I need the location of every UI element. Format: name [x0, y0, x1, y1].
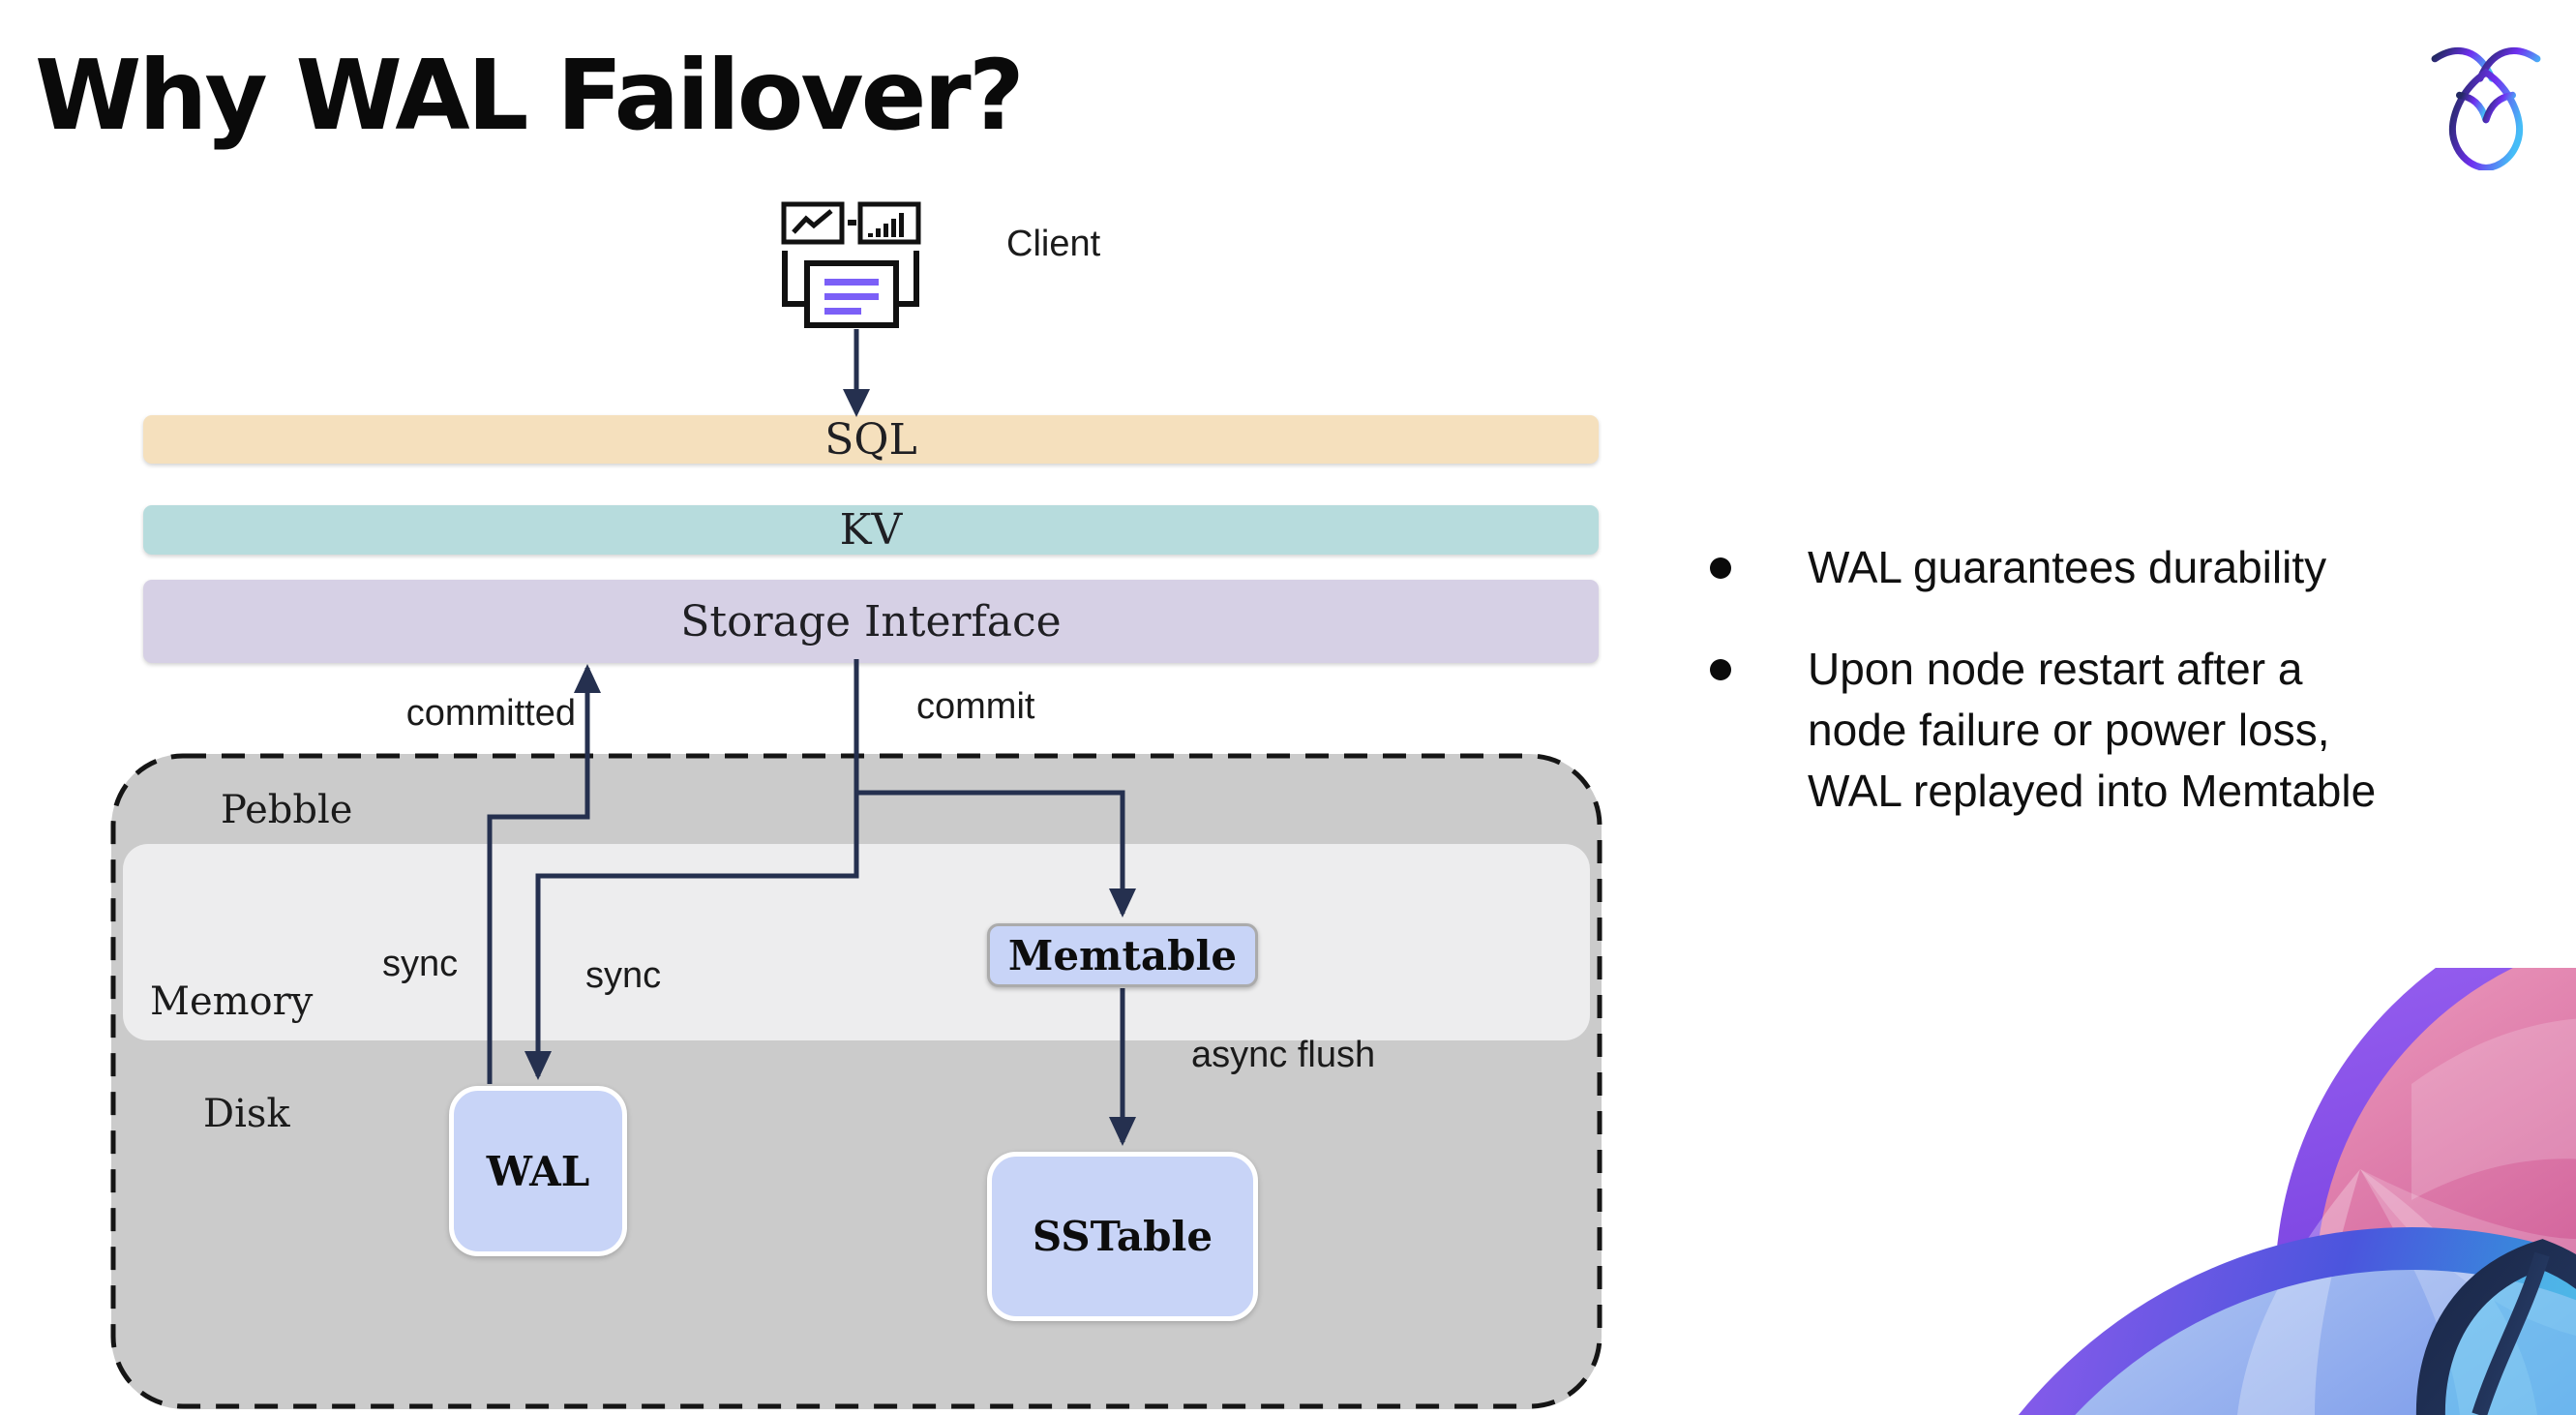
- arrowhead-up-committed: [574, 664, 601, 693]
- node-label-sstable: SSTable: [1032, 1213, 1213, 1260]
- memory-label: Memory: [150, 979, 314, 1024]
- bar-chart-icon: [857, 201, 921, 245]
- layer-label-sql: SQL: [824, 414, 917, 465]
- bullet-item: WAL guarantees durability: [1710, 537, 2576, 598]
- layer-bar-kv: KV: [143, 505, 1599, 555]
- pebble-label: Pebble: [221, 788, 353, 832]
- memory-band: [123, 844, 1590, 1040]
- node-label-wal: WAL: [486, 1147, 590, 1195]
- layer-label-storage-interface: Storage Interface: [680, 596, 1062, 647]
- edge-label-async-flush: async flush: [1191, 1035, 1376, 1075]
- edge-label-sync-left: sync: [382, 944, 459, 984]
- layer-bar-storage-interface: Storage Interface: [143, 580, 1599, 663]
- client-icon: [781, 201, 921, 328]
- bullet-item: Upon node restart after a node failure o…: [1710, 639, 2576, 822]
- bullet-line: WAL guarantees durability: [1808, 542, 2327, 592]
- node-sstable: SSTable: [987, 1152, 1258, 1321]
- brand-art-decoration: [2019, 968, 2576, 1415]
- document-icon: [782, 251, 919, 328]
- cockroachdb-logo-icon: [2431, 47, 2541, 170]
- edge-label-commit: commit: [916, 686, 1035, 727]
- bullet-line: WAL replayed into Memtable: [1808, 766, 2377, 816]
- bullet-line: Upon node restart after a: [1808, 644, 2303, 694]
- disk-label: Disk: [203, 1092, 290, 1136]
- bullet-dot-icon: [1710, 659, 1731, 680]
- bullet-text: Upon node restart after a node failure o…: [1808, 639, 2576, 822]
- layer-label-kv: KV: [839, 505, 903, 555]
- edge-label-committed: committed: [405, 693, 576, 734]
- bullet-text: WAL guarantees durability: [1808, 537, 2576, 598]
- arrowhead-down-sql: [843, 389, 870, 417]
- bullet-line: node failure or power loss,: [1808, 705, 2330, 755]
- dash-icon: [848, 220, 856, 226]
- client-label: Client: [1006, 224, 1101, 264]
- line-chart-icon: [781, 201, 845, 245]
- node-label-memtable: Memtable: [1007, 931, 1238, 979]
- node-wal: WAL: [449, 1086, 627, 1256]
- node-memtable: Memtable: [987, 923, 1258, 987]
- edge-label-sync-right: sync: [585, 955, 662, 996]
- layer-bar-sql: SQL: [143, 414, 1599, 465]
- bullet-dot-icon: [1710, 557, 1731, 579]
- page-title: Why WAL Failover?: [35, 39, 1025, 152]
